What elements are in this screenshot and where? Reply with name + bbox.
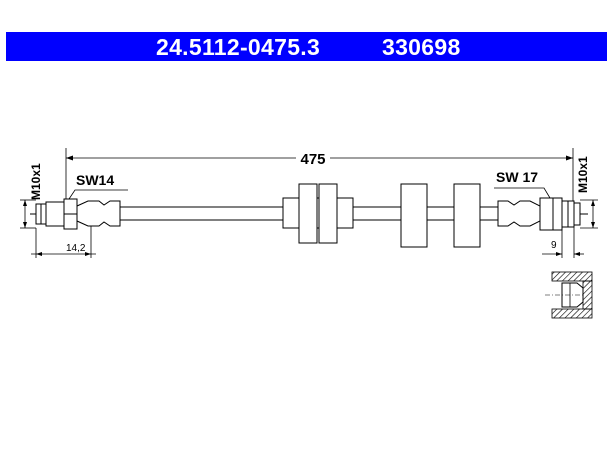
mounting-clip-left — [282, 183, 354, 244]
port-section-detail — [545, 271, 593, 319]
right-thread-label: M10x1 — [576, 156, 590, 193]
part-number: 24.5112-0475.3 — [156, 34, 321, 60]
left-wrench-leader — [68, 189, 128, 200]
mounting-clip-middle — [400, 183, 428, 248]
right-wrench-leader — [494, 187, 551, 199]
right-fitting-length-label: 9 — [551, 240, 557, 251]
right-wrench-label: SW 17 — [496, 169, 538, 185]
right-thread-dimension — [580, 199, 598, 229]
mounting-clip-right — [453, 183, 481, 248]
total-length-label: 475 — [300, 151, 325, 168]
left-thread-dimension — [20, 199, 36, 229]
left-fitting-length-dimension — [31, 226, 96, 258]
article-code: 330698 — [382, 34, 461, 60]
left-thread-label: M10x1 — [29, 163, 43, 200]
left-wrench-label: SW14 — [76, 172, 114, 188]
left-fitting — [30, 198, 121, 230]
left-fitting-length-label: 14,2 — [66, 243, 86, 254]
right-fitting-length-dimension — [542, 227, 584, 258]
title-bar: 24.5112-0475.3 330698 — [6, 32, 607, 61]
right-fitting — [497, 197, 588, 231]
total-length-dimension — [65, 148, 574, 205]
